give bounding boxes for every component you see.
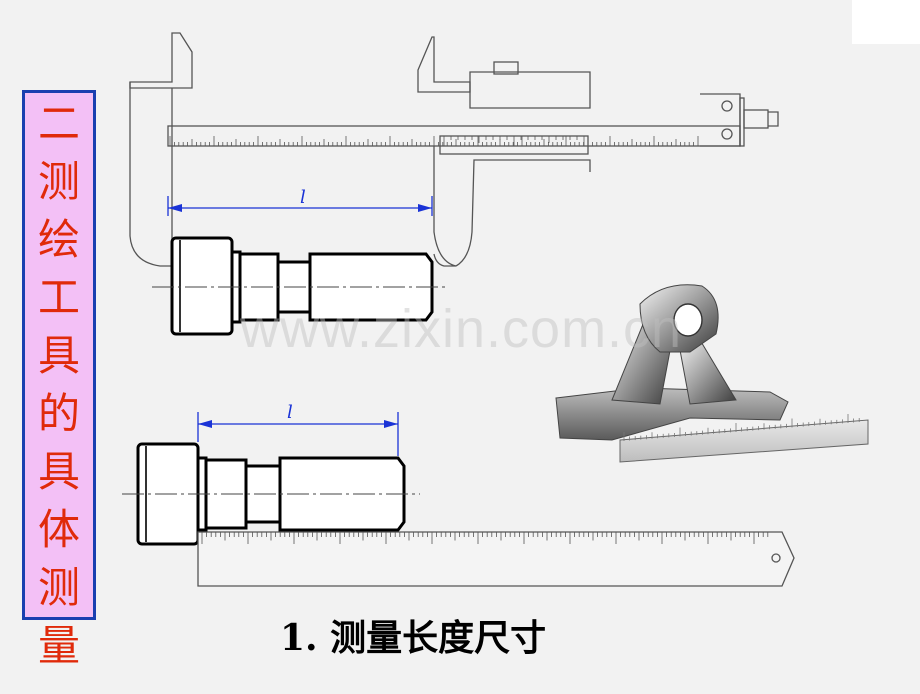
dimension-line-lower (197, 412, 399, 456)
watermark: www.zixin.com.cn (240, 299, 683, 359)
banner-char: 测 (37, 563, 80, 612)
vernier-caliper (129, 32, 779, 267)
banner-char: 工 (37, 273, 80, 322)
banner-char: 体 (37, 505, 80, 554)
banner-char: 量 (37, 621, 80, 670)
caliper-main-scale (169, 136, 699, 146)
dimension-line-upper (167, 196, 433, 216)
caliper-vernier-scale (443, 136, 585, 146)
banner-char: 绘 (37, 215, 80, 264)
stepped-shaft-upper (170, 236, 434, 336)
gray-ruler-scale (623, 413, 860, 441)
banner-char: 具 (37, 331, 80, 380)
steel-ruler (197, 531, 795, 587)
banner-char: 的 (37, 389, 80, 438)
dimension-label-lower: l (287, 402, 293, 423)
bracket-part-3d (555, 284, 869, 463)
dimension-label-upper: l (300, 187, 306, 208)
caption-title: 1. 测量长度尺寸 (280, 617, 547, 659)
banner-char: 测 (37, 157, 80, 206)
section-title-banner: 二测绘工具的具体测量 (22, 90, 96, 670)
banner-char: 具 (37, 447, 80, 496)
corner-blank-area (852, 0, 920, 44)
banner-char: 二 (37, 99, 80, 148)
ruler-scale (201, 532, 769, 544)
